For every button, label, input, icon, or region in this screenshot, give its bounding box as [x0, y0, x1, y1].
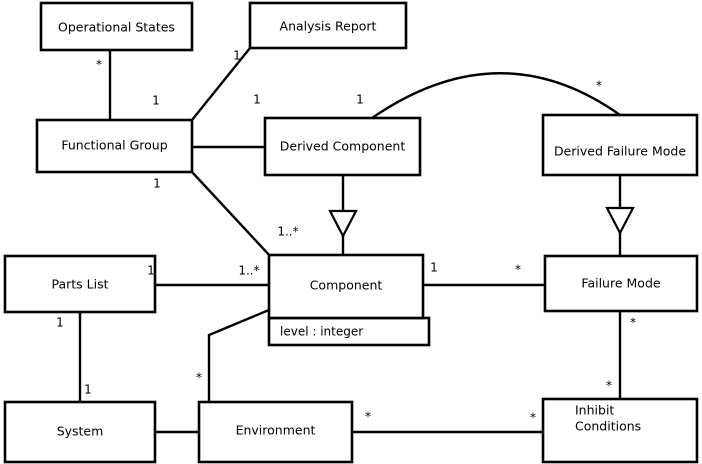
generalization-triangle-failure-mode — [605, 206, 635, 236]
class-name-operational-states: Operational States — [58, 20, 175, 35]
class-box-analysis-report[interactable] — [248, 1, 408, 50]
class-name-derived-component: Derived Component — [280, 139, 406, 154]
class-box-derived-failure-mode[interactable] — [541, 113, 699, 177]
multiplicity-operational-states: * — [96, 58, 102, 72]
multiplicity-component-left: 1..* — [238, 264, 259, 278]
multiplicity-environment-right: * — [365, 410, 371, 424]
multiplicity-inhibit-conditions-top: * — [606, 379, 612, 393]
multiplicity-derived-component-arc: 1 — [356, 93, 364, 107]
class-box-failure-mode[interactable] — [543, 254, 699, 313]
multiplicity-parts-list-right: 1 — [147, 264, 155, 278]
class-name-environment: Environment — [236, 423, 316, 438]
class-system[interactable]: System — [3, 400, 157, 464]
class-analysis-report[interactable]: Analysis Report — [248, 1, 408, 50]
multiplicity-environment-component: * — [196, 371, 202, 385]
class-name-failure-mode: Failure Mode — [581, 276, 660, 291]
class-operational-states[interactable]: Operational States — [39, 1, 194, 52]
connector-component-environment[interactable] — [207, 308, 271, 404]
class-component[interactable]: level : integer Component — [267, 253, 431, 347]
class-box-system[interactable] — [3, 400, 157, 464]
multiplicity-component-upper-left: 1..* — [277, 225, 298, 239]
multiplicity-parts-list-bottom: 1 — [56, 316, 64, 330]
class-functional-group[interactable]: Functional Group — [35, 118, 194, 174]
class-name-derived-failure-mode: Derived Failure Mode — [554, 144, 686, 159]
class-name-analysis-report: Analysis Report — [280, 19, 377, 34]
connector-derived-component-derived-failure-mode[interactable] — [371, 72, 621, 119]
class-name-inhibit-conditions-line1: Inhibit — [575, 403, 614, 418]
connectors — [78, 46, 635, 434]
class-name-system: System — [57, 424, 104, 439]
class-box-derived-component[interactable] — [263, 116, 422, 177]
multiplicity-failure-mode-left: * — [515, 263, 521, 277]
class-name-parts-list: Parts List — [51, 277, 108, 292]
multiplicity-functional-group-analysis-report: 1 — [233, 49, 241, 63]
connector-functional-group-analysis-report[interactable] — [190, 46, 252, 122]
connector-functional-group-component[interactable] — [190, 170, 273, 259]
class-box-parts-list[interactable] — [3, 254, 157, 314]
multiplicity-functional-group-top: 1 — [152, 94, 160, 108]
class-name-inhibit-conditions-line2: Conditions — [575, 419, 641, 434]
multiplicity-derived-failure-mode-arc: * — [596, 79, 602, 93]
generalization-triangle-component — [328, 209, 358, 239]
class-environment[interactable]: Environment — [197, 400, 354, 464]
class-parts-list[interactable]: Parts List — [3, 254, 157, 314]
class-attributes-compartment-component — [267, 316, 431, 347]
class-name-component: Component — [310, 278, 383, 293]
multiplicity-derived-component-left: 1 — [253, 93, 261, 107]
class-box-component[interactable] — [267, 253, 425, 320]
multiplicity-failure-mode-bottom: * — [630, 316, 636, 330]
class-box-functional-group[interactable] — [35, 118, 194, 174]
class-derived-failure-mode[interactable]: Derived Failure Mode — [541, 113, 699, 177]
class-box-inhibit-conditions[interactable] — [541, 397, 699, 464]
multiplicity-functional-group-bottom: 1 — [153, 177, 161, 191]
class-name-functional-group: Functional Group — [61, 138, 167, 153]
multiplicity-inhibit-conditions-left: * — [530, 411, 536, 425]
class-failure-mode[interactable]: Failure Mode — [543, 254, 699, 313]
class-box-operational-states[interactable] — [39, 1, 194, 52]
class-attribute-component-level: level : integer — [280, 325, 363, 339]
class-box-environment[interactable] — [197, 400, 354, 464]
class-derived-component[interactable]: Derived Component — [263, 116, 422, 177]
multiplicity-labels: * 1 1 1 1 * 1 1..* 1 1..* 1 * 1 * * 1 * … — [56, 49, 636, 425]
multiplicity-system-top: 1 — [84, 383, 92, 397]
class-inhibit-conditions[interactable]: Inhibit Conditions — [541, 397, 699, 464]
multiplicity-component-right: 1 — [430, 261, 438, 275]
